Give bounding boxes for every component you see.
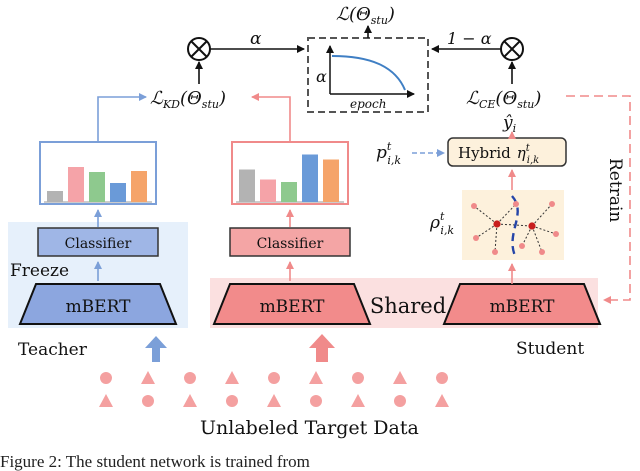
student-input-arrow	[309, 334, 335, 362]
kd-loss-label: ℒKD(Θstu)	[150, 88, 226, 111]
teacher-mbert-label: mBERT	[66, 297, 132, 317]
student-output-distribution	[231, 141, 349, 205]
retrain-label: Retrain	[605, 158, 625, 222]
freeze-label: Freeze	[10, 261, 69, 281]
plot-x-label: epoch	[350, 97, 386, 111]
teacher-classifier-label: Classifier	[65, 236, 132, 252]
hybrid-box	[447, 137, 567, 167]
final-loss-label: ℒ(Θstu)	[336, 4, 395, 27]
student-dist-bar	[302, 154, 318, 202]
unlabeled-data-label: Unlabeled Target Data	[200, 417, 419, 439]
teacher-mbert-block	[18, 283, 178, 325]
alpha-decay-curve	[331, 55, 406, 91]
teacher-output-distribution	[39, 141, 157, 205]
shared-mbert-right-block	[442, 283, 602, 325]
teacher-dist-bar	[110, 183, 126, 202]
teacher-dist-bar	[131, 171, 147, 202]
unlabeled-data-samples	[99, 371, 449, 407]
student-dist-bar	[239, 169, 255, 202]
teacher-dist-bar	[47, 191, 63, 202]
student-dist-bar	[260, 179, 276, 202]
arrow-teacher-dist-to-kd	[97, 93, 147, 142]
figure-caption: Figure 2: The student network is trained…	[0, 452, 310, 471]
student-classifier-box	[229, 227, 351, 257]
plot-y-label: α	[316, 67, 327, 86]
shared-label: Shared	[370, 294, 446, 318]
shared-mbert-left-block	[212, 283, 372, 325]
teacher-label: Teacher	[18, 340, 88, 360]
student-dist-bar	[323, 159, 339, 202]
shared-mbert-right-label: mBERT	[490, 297, 556, 317]
shared-mbert-left-label: mBERT	[260, 297, 326, 317]
weight-alpha: α	[250, 29, 262, 49]
teacher-dist-bar	[89, 172, 105, 202]
weight-one-minus-alpha: 1 − α	[447, 29, 492, 48]
retrain-loop-arrow	[566, 95, 631, 304]
student-dist-bar	[281, 182, 297, 202]
student-classifier-label: Classifier	[257, 236, 324, 252]
arrow-student-dist-to-kd	[251, 93, 291, 142]
y-hat-label: ŷi	[502, 113, 516, 135]
student-label: Student	[516, 339, 584, 359]
multiply-node-left	[187, 37, 211, 61]
teacher-input-arrow	[145, 336, 167, 362]
multiply-node-right	[500, 37, 524, 61]
teacher-classifier-box	[37, 227, 159, 257]
cluster-space	[462, 190, 564, 260]
teacher-dist-bar	[68, 167, 84, 202]
ce-loss-label: ℒCE(Θstu)	[466, 88, 541, 111]
alpha-schedule-plot: α epoch	[307, 37, 429, 113]
